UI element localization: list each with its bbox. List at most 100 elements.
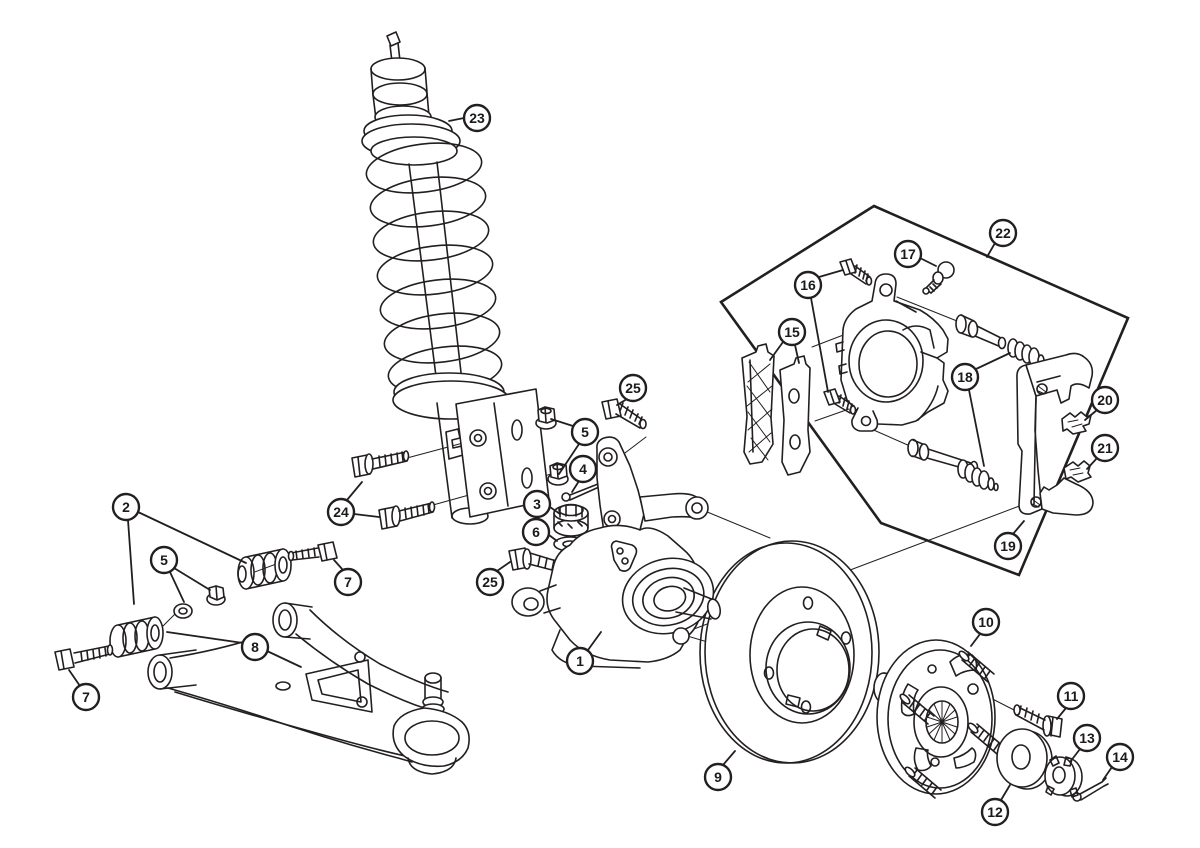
leader-line-7 — [333, 559, 344, 571]
leader-line-24 — [353, 513, 380, 518]
callout-number-19: 19 — [1000, 538, 1016, 554]
callout-circle-9 — [703, 762, 733, 792]
callout-number-25: 25 — [482, 574, 498, 590]
callout-6: 6 — [521, 517, 551, 547]
callout-12: 12 — [980, 797, 1010, 827]
leader-line-10 — [970, 633, 981, 647]
pinch-bolt-upper — [601, 398, 647, 430]
leader-line-19 — [1012, 520, 1025, 535]
ball-joint — [392, 672, 470, 775]
callout-number-1: 1 — [576, 653, 584, 669]
leader-line-24 — [346, 481, 363, 501]
callout-circle-21 — [1090, 433, 1120, 463]
cotter-pin-knuckle — [561, 480, 604, 502]
callout-13: 13 — [1072, 723, 1102, 753]
leader-line-7 — [68, 669, 81, 687]
callout-circle-5 — [149, 545, 179, 575]
callout-circle-18 — [950, 362, 980, 392]
callout-24: 24 — [326, 497, 356, 527]
callout-circle-15 — [777, 317, 807, 347]
callout-number-22: 22 — [995, 225, 1011, 241]
wheel-stud — [904, 766, 942, 799]
callout-number-14: 14 — [1112, 749, 1128, 765]
callout-number-16: 16 — [800, 277, 816, 293]
leader-line-11 — [1056, 707, 1067, 720]
callout-3: 3 — [522, 489, 552, 519]
callout-circle-1 — [565, 646, 595, 676]
bushing-nut — [206, 585, 226, 606]
castle-nut — [553, 503, 589, 537]
leader-line-18 — [968, 389, 985, 467]
leader-line-3 — [549, 506, 561, 515]
wheel-stud — [967, 722, 1004, 755]
leader-line-2 — [127, 519, 135, 605]
callout-circle-6 — [521, 517, 551, 547]
callout-number-12: 12 — [987, 804, 1003, 820]
callout-25: 25 — [475, 567, 505, 597]
leader-line-22 — [986, 242, 996, 258]
leader-line-13 — [1069, 748, 1081, 763]
wheel-stud — [899, 693, 935, 725]
flange-nut-lower — [547, 462, 569, 486]
caliper-guide-bolt-upper — [839, 258, 873, 286]
leader-line-6 — [548, 534, 558, 542]
thrust-washer-hub — [996, 728, 1053, 790]
callout-circle-10 — [971, 607, 1001, 637]
callout-10: 10 — [971, 607, 1001, 637]
callout-number-2: 2 — [122, 499, 130, 515]
callout-number-10: 10 — [978, 614, 994, 630]
callout-circle-4 — [568, 454, 598, 484]
callout-number-13: 13 — [1079, 730, 1095, 746]
brake-caliper — [835, 273, 949, 432]
callout-circle-12 — [980, 797, 1010, 827]
callout-circle-8 — [240, 632, 270, 662]
callout-number-4: 4 — [579, 461, 587, 477]
pad-retainer-clip-upper — [1061, 411, 1092, 435]
callout-4: 4 — [568, 454, 598, 484]
callout-14: 14 — [1105, 742, 1135, 772]
wheel-stud — [958, 650, 995, 683]
callout-circle-16 — [793, 270, 823, 300]
leader-line-2 — [137, 511, 247, 564]
callout-circle-17 — [893, 239, 923, 269]
leader-line-14 — [1102, 766, 1113, 781]
control-arm-bushing-front — [237, 548, 292, 590]
callout-22: 22 — [988, 218, 1018, 248]
callout-number-5: 5 — [160, 552, 168, 568]
caliper-kit-box — [719, 204, 1130, 577]
callout-number-20: 20 — [1097, 392, 1113, 408]
callout-circle-7 — [71, 682, 101, 712]
callout-circle-7 — [333, 567, 363, 597]
steering-knuckle — [511, 436, 722, 669]
callout-2: 2 — [111, 492, 141, 522]
leader-line-17 — [919, 257, 937, 267]
lower-control-arm — [147, 602, 449, 763]
callout-20: 20 — [1090, 385, 1120, 415]
callout-number-17: 17 — [900, 246, 916, 262]
leader-line-12 — [1000, 784, 1011, 801]
callout-number-15: 15 — [784, 324, 800, 340]
brake-disc — [699, 540, 880, 764]
leader-line-15 — [794, 344, 800, 364]
bushing-washer — [173, 603, 193, 619]
strut-bracket-bolt-upper — [351, 450, 410, 478]
leader-line-5 — [558, 443, 580, 475]
guide-pin-boot-lower — [957, 459, 999, 492]
leader-line-5 — [169, 571, 185, 603]
callout-circle-13 — [1072, 723, 1102, 753]
leader-line-25 — [496, 561, 511, 572]
control-arm-bolt-rear — [54, 644, 114, 671]
callout-23: 23 — [462, 103, 492, 133]
callout-circle-23 — [462, 103, 492, 133]
callout-19: 19 — [993, 531, 1023, 561]
control-arm-bolt-front — [287, 541, 338, 562]
strut-bracket — [455, 388, 550, 518]
callout-circle-20 — [1090, 385, 1120, 415]
bleeder-screw — [922, 261, 955, 295]
callout-number-25: 25 — [625, 380, 641, 396]
callout-5: 5 — [149, 545, 179, 575]
callout-number-7: 7 — [82, 689, 90, 705]
leader-line-5 — [550, 418, 574, 427]
